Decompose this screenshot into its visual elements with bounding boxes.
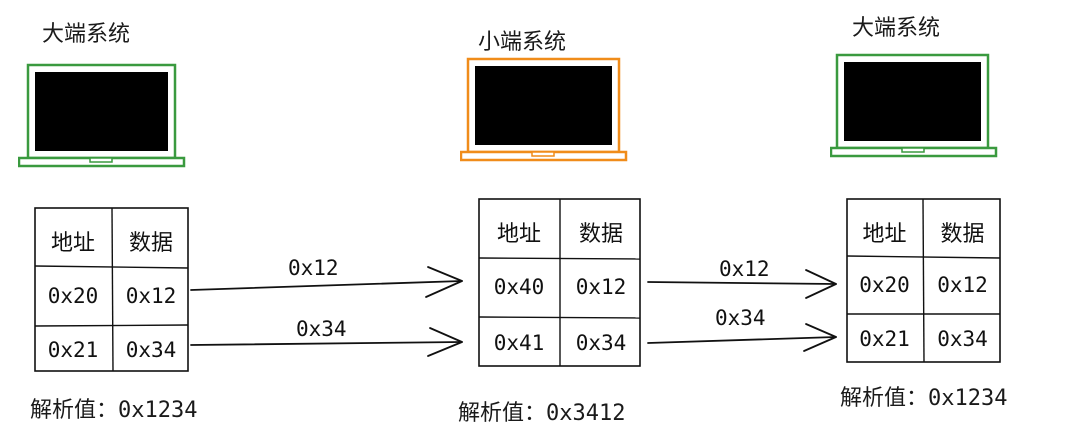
- memory-table-2: 地址 数据 0x40 0x12 0x41 0x34: [478, 198, 642, 368]
- arrow-line: [647, 336, 837, 344]
- cell-data: 0x12: [575, 275, 627, 299]
- laptop-icon-big-endian-2: [830, 53, 998, 158]
- cell-address: 0x21: [47, 337, 99, 362]
- transfer-label: 0x12: [719, 257, 770, 281]
- parsed-value-number: 0x3412: [546, 401, 626, 426]
- header-data: 数据: [578, 222, 623, 247]
- cell-address: 0x21: [859, 326, 910, 351]
- transfer-label: 0x12: [288, 256, 339, 280]
- parsed-value-2: 解析值：0x3412: [458, 395, 626, 427]
- header-data: 数据: [128, 231, 173, 256]
- transfer-label: 0x34: [715, 306, 766, 330]
- header-address: 地址: [496, 222, 541, 247]
- cell-address: 0x20: [859, 273, 910, 297]
- arrow-line: [190, 341, 463, 346]
- cell-data: 0x34: [575, 330, 627, 355]
- parsed-value-prefix: 解析值：: [458, 401, 547, 426]
- parsed-value-number: 0x1234: [928, 386, 1008, 411]
- laptop-icon-little-endian: [460, 57, 628, 162]
- arrow-line: [190, 280, 463, 291]
- cell-address: 0x41: [493, 330, 545, 355]
- arrowhead-icon: [425, 266, 463, 298]
- transfer-label: 0x34: [296, 317, 347, 341]
- cell-data: 0x12: [125, 284, 177, 308]
- parsed-value-number: 0x1234: [118, 398, 198, 423]
- arrowhead-icon: [427, 327, 463, 357]
- cell-data: 0x34: [125, 337, 177, 362]
- system-label-1: 大端系统: [42, 22, 131, 47]
- parsed-value-1: 解析值：0x1234: [30, 392, 198, 424]
- arrowhead-icon: [803, 323, 837, 352]
- header-data: 数据: [940, 222, 985, 247]
- cell-data: 0x34: [937, 326, 988, 351]
- memory-table-3: 地址 数据 0x20 0x12 0x21 0x34: [846, 198, 1002, 364]
- laptop-icon-big-endian-1: [18, 63, 186, 168]
- system-label-3: 大端系统: [852, 16, 941, 41]
- cell-address: 0x20: [47, 284, 99, 308]
- arrow-line: [647, 281, 837, 285]
- cell-data: 0x12: [937, 273, 988, 297]
- memory-table-1: 地址 数据 0x20 0x12 0x21 0x34: [34, 207, 190, 373]
- header-address: 地址: [50, 231, 95, 256]
- parsed-value-prefix: 解析值：: [840, 386, 929, 411]
- parsed-value-3: 解析值：0x1234: [840, 380, 1008, 412]
- header-address: 地址: [862, 222, 907, 247]
- arrowhead-icon: [805, 269, 837, 299]
- cell-address: 0x40: [493, 275, 545, 299]
- system-label-2: 小端系统: [478, 30, 567, 55]
- parsed-value-prefix: 解析值：: [30, 398, 119, 423]
